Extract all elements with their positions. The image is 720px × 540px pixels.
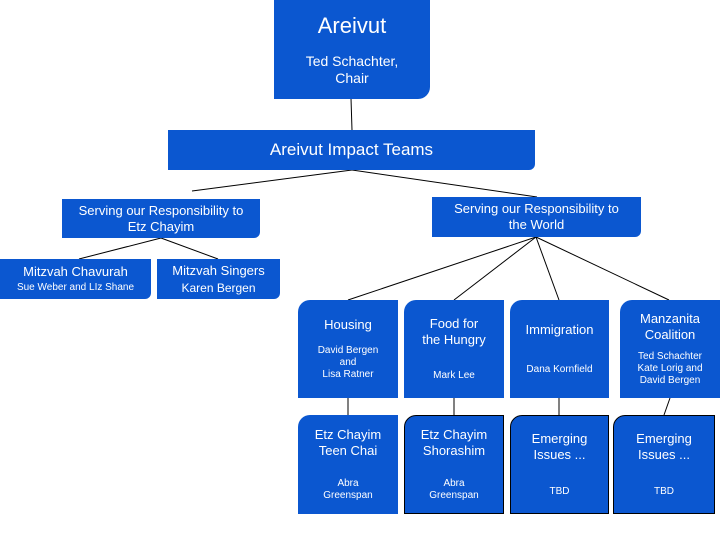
node-serving-world: Serving our Responsibility to the World [432,197,641,237]
node-teen-chai-people-1: Abra [337,478,359,490]
node-food-title-2: the Hungry [422,332,486,347]
node-manzanita-title-2: Coalition [644,326,696,342]
node-teen-chai-title-2: Teen Chai [318,442,378,458]
node-etz-chayim-shorashim: Etz Chayim Shorashim Abra Greenspan [404,415,504,514]
node-areivut: Areivut Ted Schachter, Chair [274,0,430,99]
node-housing-people-1: David Bergen [317,344,379,356]
node-food-for-the-hungry: Food for the Hungry Mark Lee [404,300,504,398]
connector-etz-singers [160,237,219,260]
node-shorashim-people-1: Abra [443,478,465,490]
node-serving-world-line2: the World [508,217,565,232]
connector-world-food [453,236,537,301]
node-immigration-people: Dana Kornfield [526,363,593,375]
node-serving-etz-line2: Etz Chayim [127,218,195,234]
connector-impact-etz [191,169,353,192]
node-mitzvah-singers-people: Karen Bergen [181,280,256,295]
node-mitzvah-chavurah: Mitzvah Chavurah Sue Weber and LIz Shane [0,259,151,299]
node-emerging-1-title-1: Emerging [531,430,588,446]
node-emerging-1-people: TBD [549,486,570,498]
node-mitzvah-singers-title: Mitzvah Singers [172,263,265,278]
node-manzanita-people-1: Ted Schachter [638,351,702,363]
connector-root-impact [350,97,353,131]
connector-impact-world [351,169,538,198]
node-serving-etz-chayim: Serving our Responsibility to Etz Chayim [62,199,260,238]
node-manzanita-people-3: David Bergen [639,375,701,387]
node-teen-chai-people-2: Greenspan [323,490,373,502]
node-shorashim-people-2: Greenspan [429,490,479,502]
node-manzanita-title-1: Manzanita [640,310,700,326]
node-emerging-1-title-2: Issues ... [533,446,586,462]
node-mitzvah-chavurah-people: Sue Weber and LIz Shane [16,282,135,294]
node-housing-title: Housing [324,317,372,333]
connector-etz-chavurah [78,237,162,260]
node-immigration: Immigration Dana Kornfield [510,300,609,398]
node-serving-world-line1: Serving our Responsibility to [454,201,619,217]
node-emerging-2-title-1: Emerging [636,430,692,446]
node-housing-people-3: Lisa Ratner [322,368,374,380]
node-areivut-subtitle-1: Ted Schachter, [305,52,399,69]
node-teen-chai-title-1: Etz Chayim [314,426,382,442]
node-mitzvah-chavurah-title: Mitzvah Chavurah [23,263,128,279]
node-emerging-issues-2: Emerging Issues ... TBD [613,415,715,514]
node-serving-etz-line1: Serving our Responsibility to [78,202,244,218]
node-areivut-subtitle-2: Chair [335,69,369,86]
node-etz-chayim-teen-chai: Etz Chayim Teen Chai Abra Greenspan [298,415,398,514]
node-manzanita-people-2: Kate Lorig and [637,363,703,375]
node-shorashim-title-2: Shorashim [422,442,486,458]
node-emerging-2-people: TBD [654,486,674,498]
node-housing-people-2: and [339,356,357,368]
connector-manzanita-emerging [663,397,671,416]
node-housing: Housing David Bergen and Lisa Ratner [298,300,398,398]
node-food-title-1: Food for [429,316,479,332]
node-shorashim-title-1: Etz Chayim [420,426,488,442]
node-manzanita-coalition: Manzanita Coalition Ted Schachter Kate L… [620,300,720,398]
node-impact-teams-title: Areivut Impact Teams [269,139,434,159]
node-areivut-title: Areivut [317,12,387,38]
node-impact-teams: Areivut Impact Teams [168,130,535,170]
node-immigration-title: Immigration [525,322,594,338]
connector-world-housing [347,236,537,301]
node-food-people: Mark Lee [433,369,475,381]
node-emerging-issues-1: Emerging Issues ... TBD [510,415,609,514]
connector-world-manzanita [535,236,670,301]
node-emerging-2-title-2: Issues ... [637,446,691,462]
node-mitzvah-singers: Mitzvah Singers Karen Bergen [157,259,280,299]
connector-world-immigration [535,236,560,301]
